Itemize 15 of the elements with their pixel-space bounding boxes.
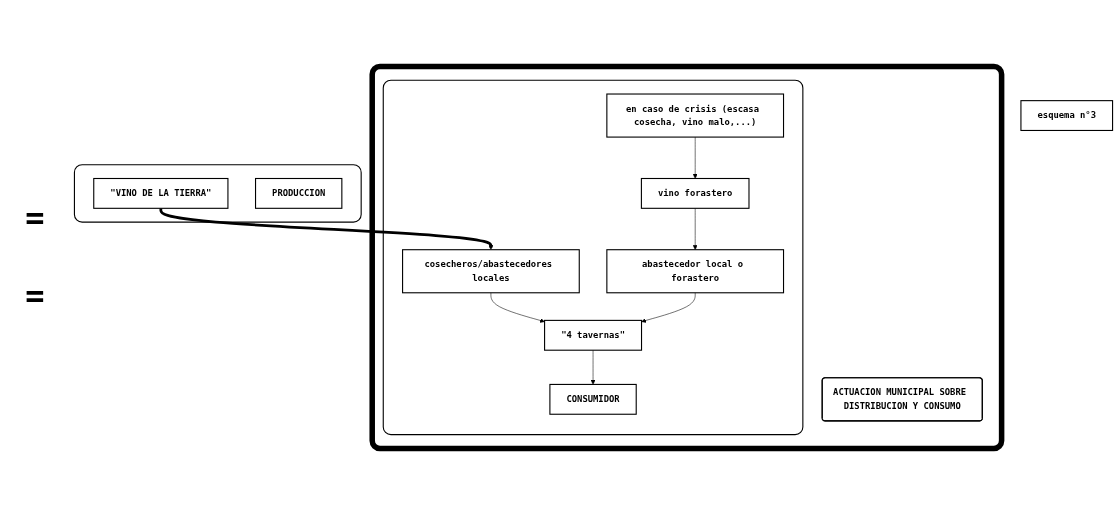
node-box: vino forastero: [640, 177, 750, 209]
node-box: esquema n°3: [1020, 99, 1114, 131]
node-box: en caso de crisis (escasa cosecha, vino malo,...): [606, 93, 785, 138]
equals-sign: =: [25, 277, 45, 315]
node-box: cosecheros/abastecedores locales: [402, 248, 580, 293]
node-box: "VINO DE LA TIERRA": [93, 177, 229, 209]
node-box: "4 tavernas": [544, 319, 643, 351]
arrow: [159, 207, 494, 250]
node-box: PRODUCCION: [255, 177, 343, 209]
cluster: [382, 79, 804, 435]
node-box: CONSUMIDOR: [549, 383, 637, 415]
cluster: [73, 163, 362, 223]
node-box: abastecedor local o forastero: [606, 248, 785, 293]
equals-sign: =: [25, 199, 45, 237]
cluster: [369, 63, 1005, 451]
